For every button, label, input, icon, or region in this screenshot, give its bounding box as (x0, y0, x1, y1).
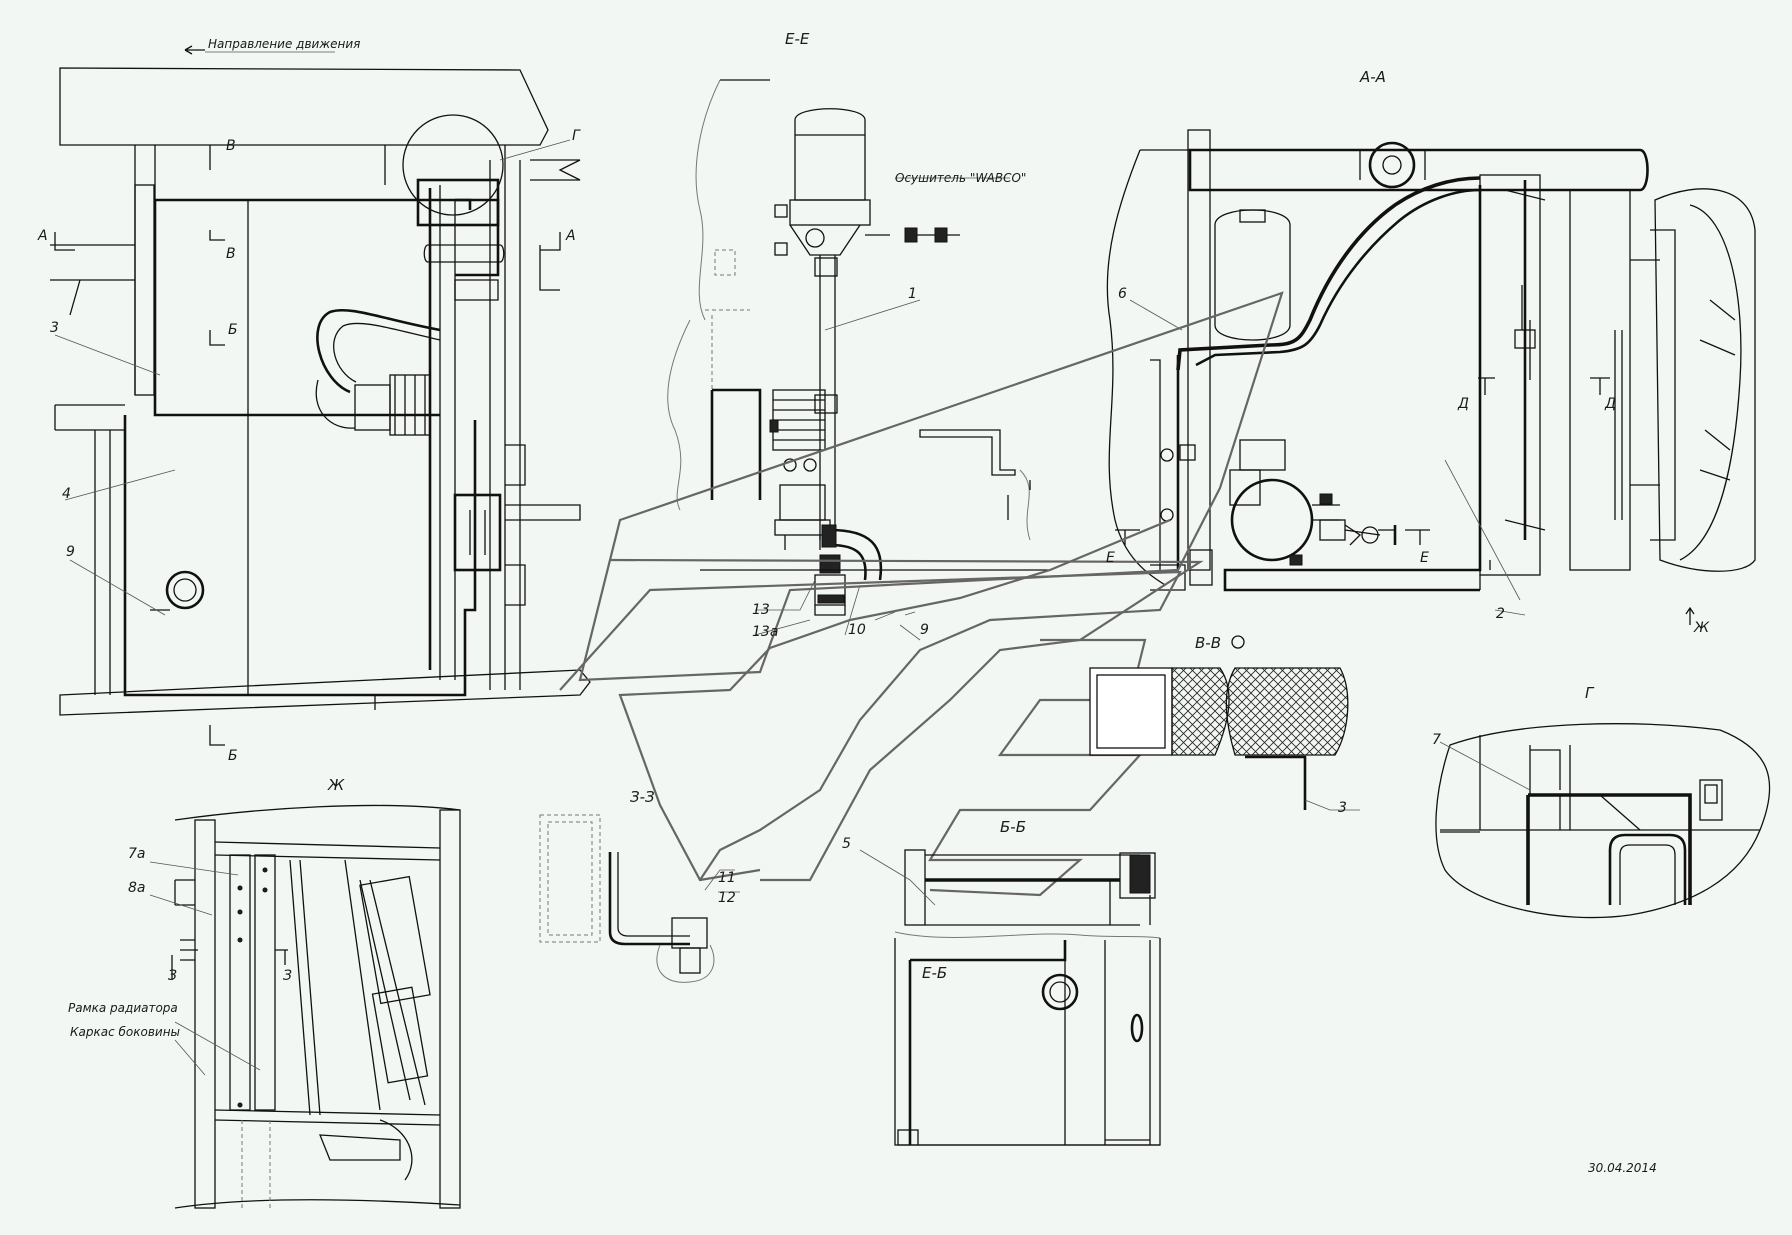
section-title-vv: В-В (1195, 634, 1221, 652)
position-8a: 8а (128, 880, 146, 896)
section-eb (894, 938, 1161, 1146)
section-title-ee: Е-Е (785, 30, 810, 48)
note-side-frame: Каркас боковины (70, 1025, 180, 1039)
section-zz (539, 814, 740, 983)
cut-mark-a-right: А (565, 228, 576, 244)
cut-mark-zh: Ж (1693, 620, 1710, 636)
section-title-g: Г (1585, 684, 1595, 702)
section-ee (667, 79, 1050, 641)
cut-mark-v-bottom: В (226, 246, 236, 262)
position-3-main: 3 (50, 320, 59, 336)
cut-mark-e-right: Е (1420, 550, 1429, 566)
cut-mark-d-left: Д (1457, 396, 1469, 412)
labels: Направление движения Осушитель "WABCO" 3… (37, 30, 1710, 1175)
date-stamp: 30.04.2014 (1588, 1161, 1657, 1175)
cut-mark-e-left: Е (1106, 550, 1115, 566)
section-title-eb: Е-Б (922, 964, 947, 982)
position-7a: 7а (128, 846, 146, 862)
position-13: 13 (752, 602, 770, 618)
position-12: 12 (718, 890, 736, 906)
position-9-ee: 9 (920, 622, 929, 638)
position-7: 7 (1432, 732, 1441, 748)
direction-label: Направление движения (208, 37, 360, 51)
section-title-zz: З-З (630, 788, 655, 806)
section-title-bb: Б-Б (1000, 818, 1026, 836)
position-1: 1 (908, 286, 917, 302)
note-radiator-frame: Рамка радиатора (68, 1001, 178, 1015)
view-zh (149, 804, 461, 1209)
position-13a: 13а (752, 624, 778, 640)
cut-mark-v-top: В (226, 138, 236, 154)
section-title-zh: Ж (327, 776, 345, 794)
cut-mark-a-left: А (37, 228, 48, 244)
cut-mark-d-right: Д (1604, 396, 1616, 412)
dryer-label: Осушитель "WABCO" (895, 171, 1026, 185)
section-leader-shapes (559, 291, 1284, 897)
section-title-aa: А-А (1359, 68, 1386, 86)
cut-mark-g: Г (572, 128, 581, 144)
position-5: 5 (842, 836, 851, 852)
position-11: 11 (718, 870, 736, 886)
cut-mark-z-left: З (168, 968, 177, 984)
cut-mark-b-bottom: Б (228, 748, 238, 764)
position-10: 10 (848, 622, 866, 638)
position-9-main: 9 (66, 544, 75, 560)
position-2: 2 (1496, 606, 1505, 622)
detail-g (1435, 723, 1771, 919)
main-view (50, 45, 591, 746)
position-3-vv: 3 (1338, 800, 1347, 816)
position-4: 4 (62, 486, 71, 502)
position-6: 6 (1118, 286, 1127, 302)
cut-mark-b-top: Б (228, 322, 238, 338)
cut-mark-z-right: З (283, 968, 292, 984)
section-aa (1106, 129, 1756, 625)
section-vv (1089, 635, 1360, 811)
section-bb (859, 849, 1161, 939)
